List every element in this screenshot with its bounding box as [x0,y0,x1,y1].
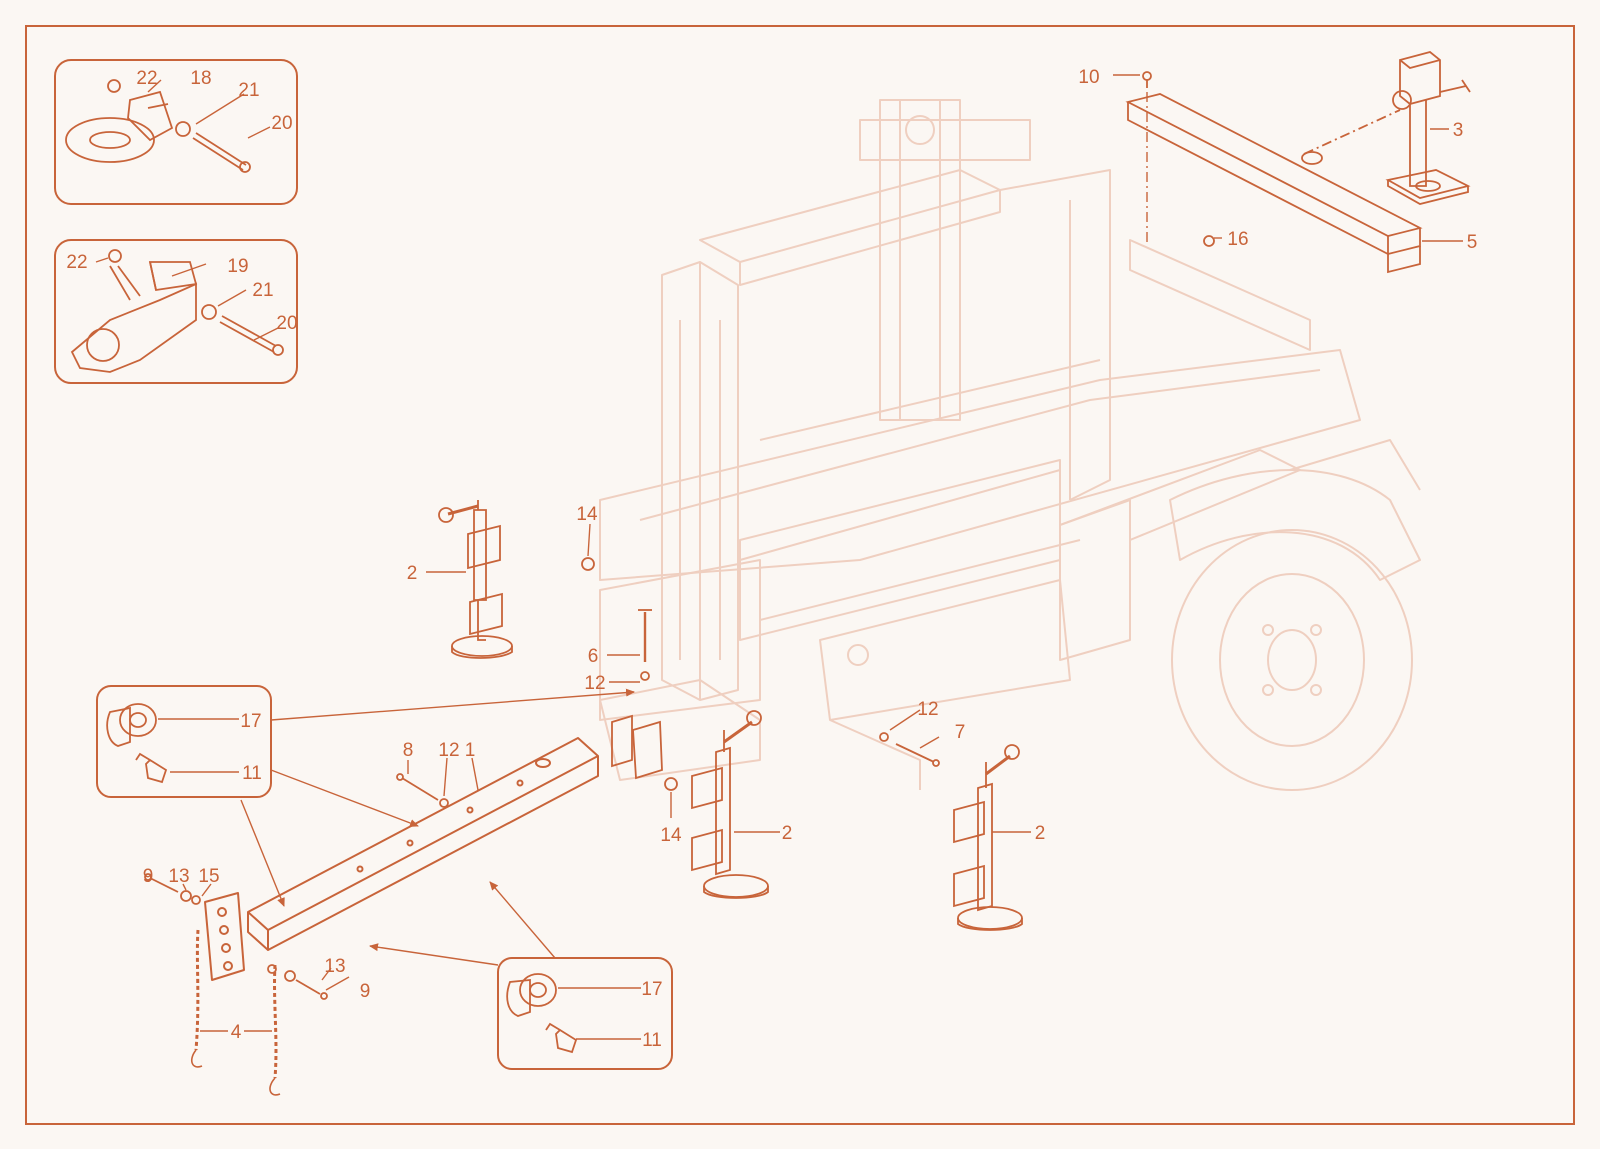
callout-4: 4 [231,1022,242,1043]
callout-12-c: 12 [438,740,459,761]
callout-20-top: 20 [271,113,292,134]
callout-3: 3 [1453,120,1464,141]
callout-8: 8 [403,740,414,761]
callout-2-right: 2 [1035,823,1046,844]
outer-frame [25,25,1575,1125]
callout-1: 1 [465,740,476,761]
inset-pintle-eye [54,59,298,205]
callout-21-bottom: 21 [252,280,273,301]
callout-17-lower: 17 [641,979,662,1000]
jack-left [438,500,513,659]
safety-chains [190,929,281,1096]
callout-16: 16 [1227,229,1248,250]
trailer-frame-ghost [599,99,1421,791]
leader-lines [95,74,1463,1040]
inset-bushing-lower [497,957,673,1070]
hardware [144,71,1215,1000]
callout-19: 19 [227,256,248,277]
callout-10: 10 [1078,67,1099,88]
drawbar [204,737,599,981]
callout-22-bottom: 22 [66,252,87,273]
callout-13-left: 13 [168,866,189,887]
callout-14-a: 14 [576,504,598,525]
callout-18: 18 [190,68,211,89]
rear-jack-and-mount [1125,51,1471,274]
inset-ball-coupler [54,239,298,384]
callout-12-b: 12 [917,699,938,720]
callout-17-upper: 17 [240,711,261,732]
callout-numbers: 1 2 2 2 3 4 5 6 7 8 9 9 10 11 11 12 12 1… [66,67,1477,1051]
callout-5: 5 [1467,232,1478,253]
callout-11-lower: 11 [642,1030,662,1051]
callout-13-right: 13 [324,956,345,977]
jack-center [691,710,769,899]
callout-2-center: 2 [782,823,793,844]
callout-9-left: 9 [143,866,154,887]
callout-2-left: 2 [407,563,418,584]
callout-12-a: 12 [584,673,605,694]
callout-9-right: 9 [360,981,371,1002]
callout-6: 6 [588,646,599,667]
jack-right [953,744,1023,931]
callout-22-top: 22 [136,68,157,89]
callout-11-upper: 11 [242,763,262,784]
inset-bushing-upper [96,685,272,798]
callout-7: 7 [955,722,966,743]
callout-14-b: 14 [660,825,682,846]
callout-20-bottom: 20 [276,313,297,334]
callout-15: 15 [198,866,219,887]
callout-21-top: 21 [238,80,259,101]
